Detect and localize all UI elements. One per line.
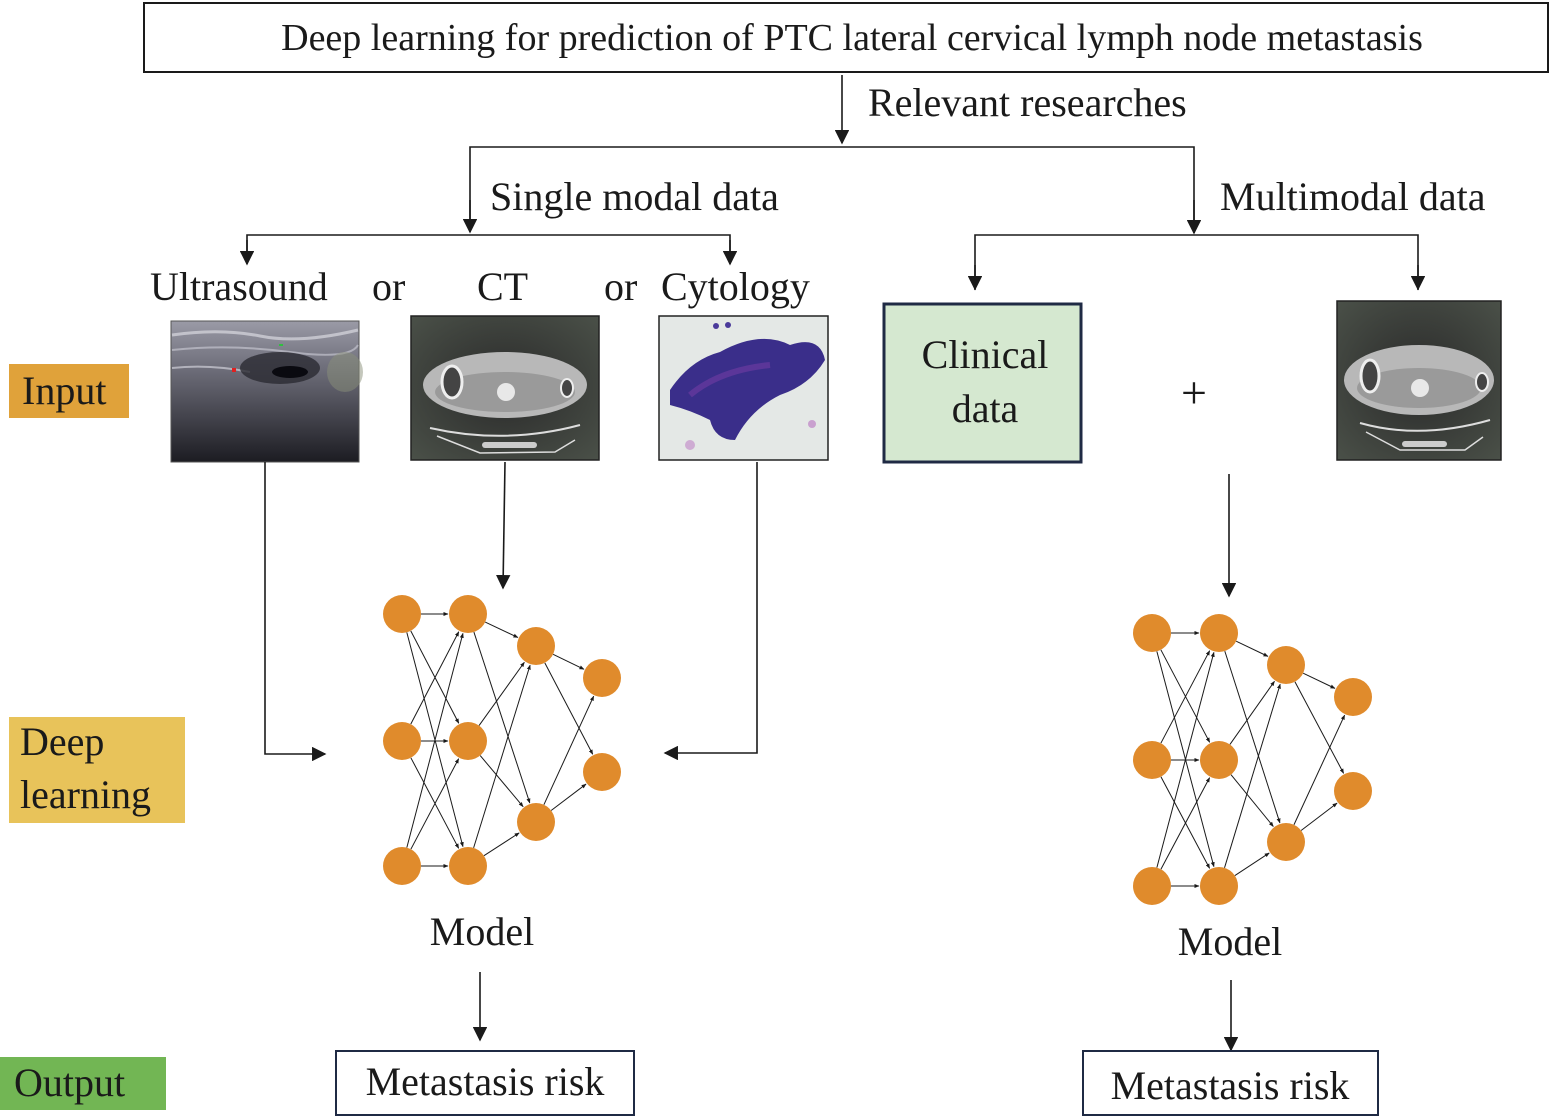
network-node-layer3-1 (517, 627, 555, 665)
network-edge (1160, 777, 1211, 870)
network-edge (406, 632, 464, 848)
network-edge (1156, 651, 1215, 868)
network-edge (1293, 714, 1346, 825)
ct-to-model-arrow (496, 461, 511, 590)
network-node-layer3-2 (517, 803, 555, 841)
deep-learning-stage-label: Deep learning (9, 717, 185, 823)
network-node-layer4-1 (583, 659, 621, 697)
clinical-label-line2: data (952, 386, 1019, 431)
multimodal-ct-image (1336, 300, 1502, 461)
network-node-layer1-3 (1133, 867, 1171, 905)
network-edge (543, 695, 595, 805)
network-node-layer4-2 (583, 753, 621, 791)
input-stage-text: Input (22, 368, 106, 413)
network-edge (1160, 650, 1211, 744)
network-node-layer4-2 (1334, 772, 1372, 810)
network-edge (1230, 774, 1274, 827)
title-box: Deep learning for prediction of PTC late… (143, 2, 1549, 73)
cytology-image (658, 315, 829, 461)
network-edge (1294, 681, 1345, 774)
network-edge (478, 661, 525, 726)
right-model-label: Model (1178, 919, 1282, 964)
network-edge (1224, 650, 1281, 824)
network-node-layer3-2 (1267, 823, 1305, 861)
network-node-layer1-1 (1133, 614, 1171, 652)
ultrasound-label: Ultrasound (150, 264, 328, 309)
branch-label: Relevant researches (868, 80, 1187, 125)
deep-stage-text-2: learning (20, 772, 151, 817)
clinical-data-box: Clinical data (882, 302, 1083, 464)
single-modal-label: Single modal data (490, 174, 779, 219)
left-model-label: Model (430, 909, 534, 954)
network-edge (1229, 680, 1275, 745)
ct-label: CT (477, 264, 528, 309)
input-stage-label: Input (9, 364, 129, 418)
right-output-text: Metastasis risk (1111, 1063, 1350, 1108)
right-neural-network (1133, 614, 1372, 905)
network-node-layer2-1 (449, 595, 487, 633)
cytology-label: Cytology (661, 264, 810, 309)
cytology-to-model-arrow (663, 462, 758, 761)
network-edge (473, 631, 531, 804)
clinical-label-line1: Clinical (922, 332, 1049, 377)
network-edge (1224, 683, 1281, 868)
or-separator-1: or (372, 264, 405, 309)
right-output-box: Metastasis risk (1082, 1050, 1379, 1116)
left-output-text: Metastasis risk (366, 1059, 605, 1104)
network-edge (550, 783, 587, 811)
network-edge (483, 832, 520, 857)
ultrasound-image (170, 320, 363, 463)
network-edge (484, 621, 519, 638)
multimodal-label: Multimodal data (1220, 174, 1486, 219)
single-modal-connector (246, 234, 731, 262)
output-stage-label: Output (0, 1057, 166, 1110)
network-edge (1302, 672, 1336, 689)
network-node-layer2-3 (449, 847, 487, 885)
network-node-layer2-2 (1200, 741, 1238, 779)
network-edge (410, 631, 460, 725)
multimodal-connector (974, 234, 1419, 290)
network-edge (544, 662, 594, 755)
ultrasound-to-model-arrow (264, 462, 327, 762)
network-edge (473, 664, 531, 848)
network-edge (1234, 852, 1270, 876)
network-edge (479, 755, 524, 808)
network-node-layer1-2 (383, 722, 421, 760)
network-node-layer2-2 (449, 722, 487, 760)
network-edge (1300, 802, 1338, 831)
network-edge (552, 653, 585, 670)
network-node-layer1-2 (1133, 741, 1171, 779)
plus-sign: + (1181, 367, 1207, 418)
network-node-layer2-3 (1200, 867, 1238, 905)
network-edge (410, 758, 460, 850)
deep-stage-text-1: Deep (20, 719, 104, 764)
network-node-layer1-1 (383, 595, 421, 633)
split-connector (469, 146, 1195, 233)
network-node-layer4-1 (1334, 678, 1372, 716)
left-output-box: Metastasis risk (335, 1050, 635, 1116)
network-edge (1235, 640, 1269, 657)
network-node-layer1-3 (383, 847, 421, 885)
network-node-layer3-1 (1267, 646, 1305, 684)
title-text: Deep learning for prediction of PTC late… (281, 17, 1423, 59)
network-node-layer2-1 (1200, 614, 1238, 652)
or-separator-2: or (604, 264, 637, 309)
ct-scan-image (410, 315, 600, 461)
left-neural-network (383, 595, 621, 885)
output-stage-text: Output (14, 1060, 125, 1105)
